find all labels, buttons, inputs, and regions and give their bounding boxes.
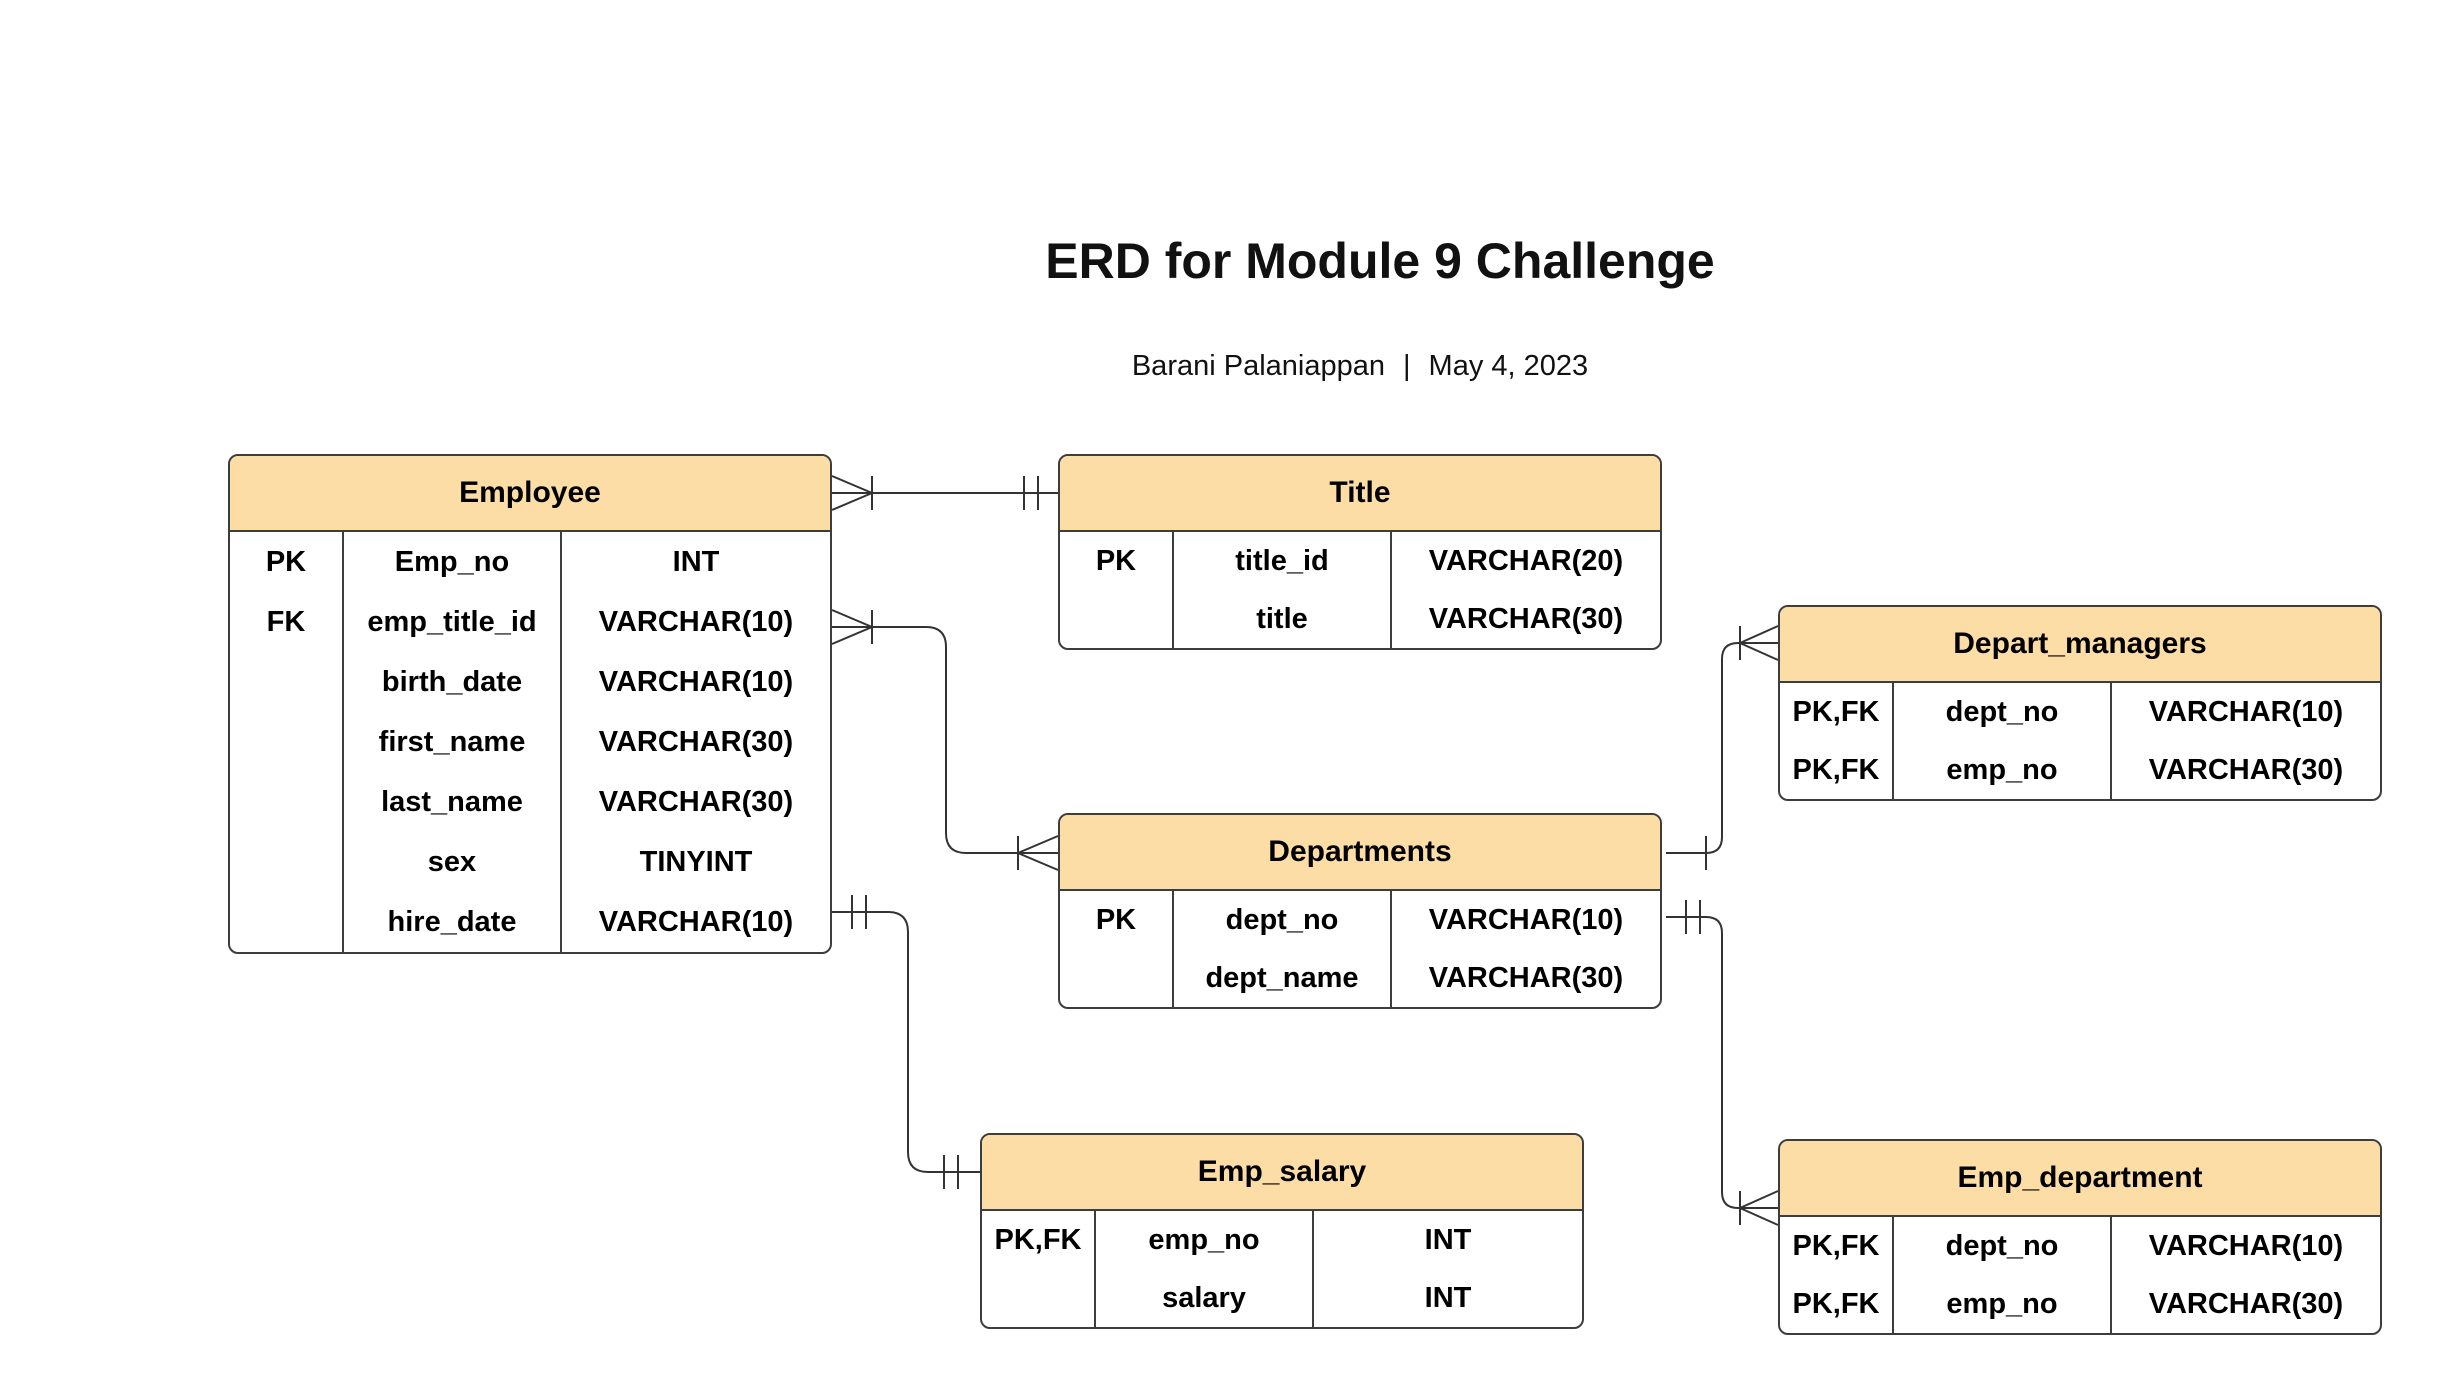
field-cell: last_name	[381, 785, 523, 818]
type-cell: VARCHAR(10)	[2148, 695, 2344, 728]
entity-header: Depart_managers	[1780, 607, 2380, 683]
type-cell: VARCHAR(20)	[1428, 544, 1624, 577]
type-cell: VARCHAR(30)	[1428, 961, 1624, 994]
entity-header: Employee	[230, 456, 830, 532]
field-cell: Emp_no	[394, 545, 510, 578]
entity-departments[interactable]: Departments PK dept_no dept_name VARCHAR…	[1058, 813, 1662, 1009]
type-cell: VARCHAR(10)	[598, 905, 794, 938]
field-cell: hire_date	[387, 905, 517, 938]
type-cell: VARCHAR(10)	[1428, 903, 1624, 936]
author-name: Barani Palaniappan	[1131, 350, 1385, 382]
entity-emp-department[interactable]: Emp_department PK,FK PK,FK dept_no emp_n…	[1778, 1139, 2382, 1335]
field-cell: emp_title_id	[367, 605, 537, 638]
key-cell: PK	[1095, 544, 1137, 577]
field-cell: dept_no	[1945, 1229, 2059, 1262]
type-cell: INT	[1424, 1223, 1472, 1256]
key-cell	[230, 772, 342, 832]
field-cell: title	[1256, 602, 1308, 635]
rel-employee-departments	[831, 609, 1059, 871]
type-cell: VARCHAR(30)	[2148, 1287, 2344, 1320]
type-cell: INT	[672, 545, 720, 578]
key-cell: PK,FK	[1792, 1287, 1880, 1320]
field-cell: title_id	[1235, 544, 1329, 577]
type-cell: VARCHAR(30)	[1428, 602, 1624, 635]
diagram-title: ERD for Module 9 Challenge	[1045, 233, 1715, 289]
rel-employee-salary	[832, 895, 980, 1189]
entity-title[interactable]: Title PK title_id title VARCHAR(20) VARC…	[1058, 454, 1662, 650]
key-cell: PK,FK	[1792, 695, 1880, 728]
rel-employee-title	[831, 475, 1058, 511]
field-cell: dept_no	[1945, 695, 2059, 728]
entity-depart-managers[interactable]: Depart_managers PK,FK PK,FK dept_no emp_…	[1778, 605, 2382, 801]
type-cell: TINYINT	[639, 845, 753, 878]
field-cell: emp_no	[1148, 1223, 1260, 1256]
field-cell: dept_name	[1205, 961, 1359, 994]
key-cell	[1060, 590, 1172, 648]
type-cell: VARCHAR(30)	[2148, 753, 2344, 786]
type-cell: VARCHAR(10)	[2148, 1229, 2344, 1262]
key-cell: PK,FK	[1792, 753, 1880, 786]
key-cell	[982, 1269, 1094, 1327]
entity-header: Title	[1060, 456, 1660, 532]
key-cell: PK,FK	[994, 1223, 1082, 1256]
entity-header: Emp_salary	[982, 1135, 1582, 1211]
diagram-subtitle: Barani Palaniappan | May 4, 2023	[0, 350, 2438, 383]
field-cell: sex	[427, 845, 477, 878]
key-cell	[1060, 949, 1172, 1007]
key-cell	[230, 712, 342, 772]
key-cell	[230, 652, 342, 712]
field-cell: birth_date	[381, 665, 523, 698]
rel-departments-managers	[1666, 625, 1779, 870]
entity-employee[interactable]: Employee PK FK Emp_no emp_title_id birth…	[228, 454, 832, 954]
key-cell: PK	[1095, 903, 1137, 936]
diagram-date: May 4, 2023	[1428, 350, 1589, 382]
key-cell: PK,FK	[1792, 1229, 1880, 1262]
key-cell	[230, 832, 342, 892]
key-cell	[230, 892, 342, 952]
rel-departments-empdept	[1666, 900, 1779, 1226]
entity-emp-salary[interactable]: Emp_salary PK,FK emp_no salary INT INT	[980, 1133, 1584, 1329]
field-cell: first_name	[378, 725, 526, 758]
field-cell: dept_no	[1225, 903, 1339, 936]
field-cell: salary	[1162, 1281, 1246, 1314]
field-cell: emp_no	[1946, 1287, 2058, 1320]
key-cell: PK	[265, 545, 307, 578]
separator: |	[1403, 350, 1411, 382]
field-cell: emp_no	[1946, 753, 2058, 786]
type-cell: VARCHAR(30)	[598, 725, 794, 758]
key-cell: FK	[266, 605, 306, 638]
entity-header: Emp_department	[1780, 1141, 2380, 1217]
type-cell: VARCHAR(10)	[598, 665, 794, 698]
type-cell: VARCHAR(30)	[598, 785, 794, 818]
type-cell: VARCHAR(10)	[598, 605, 794, 638]
entity-header: Departments	[1060, 815, 1660, 891]
type-cell: INT	[1424, 1281, 1472, 1314]
